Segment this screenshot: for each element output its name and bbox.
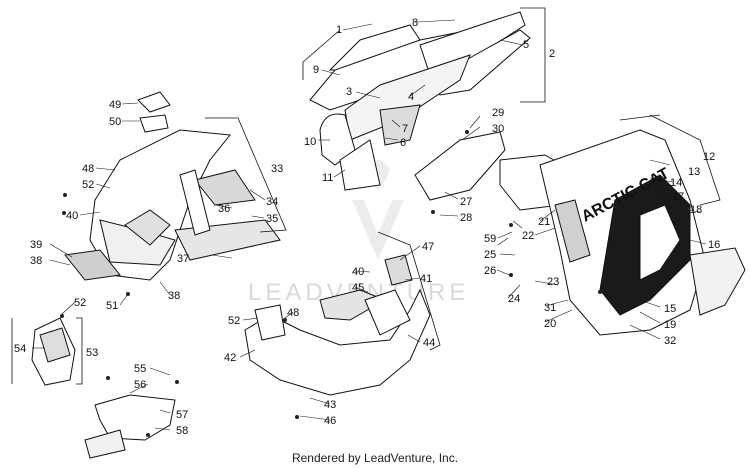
callout-55: 55 [134, 363, 146, 375]
belly-pan-assembly [244, 254, 431, 396]
callout-26: 26 [484, 265, 496, 277]
callout-27: 27 [460, 196, 472, 208]
callout-12: 12 [703, 151, 715, 163]
callout-40-center: 40 [352, 266, 364, 278]
callout-33: 33 [271, 163, 283, 175]
callout-52-lower: 52 [74, 297, 86, 309]
callout-5: 5 [523, 39, 529, 51]
callout-18: 18 [690, 204, 702, 216]
callout-35: 35 [266, 213, 278, 225]
callout-50: 50 [109, 116, 121, 128]
callout-17: 17 [672, 191, 684, 203]
callout-38-left: 38 [30, 255, 42, 267]
callout-58: 58 [176, 425, 188, 437]
callout-21: 21 [538, 216, 550, 228]
callout-32: 32 [664, 335, 676, 347]
callout-4: 4 [408, 91, 414, 103]
front-nose-assembly [414, 129, 746, 336]
lower-vent-assembly [84, 394, 176, 459]
callout-51: 51 [106, 300, 118, 312]
callout-43: 43 [324, 399, 336, 411]
callout-49: 49 [109, 99, 121, 111]
callout-54: 54 [14, 343, 26, 355]
callout-45: 45 [352, 282, 364, 294]
callout-25: 25 [484, 249, 496, 261]
callout-53: 53 [86, 347, 98, 359]
callout-52-center: 52 [228, 315, 240, 327]
callout-30: 30 [492, 123, 504, 135]
bracket-lines-center [377, 231, 441, 351]
callout-14: 14 [670, 177, 682, 189]
callout-44: 44 [423, 337, 435, 349]
callout-31: 31 [544, 302, 556, 314]
callout-8: 8 [412, 17, 418, 29]
callout-38-right: 38 [168, 290, 180, 302]
callout-10: 10 [304, 136, 316, 148]
callout-28: 28 [460, 212, 472, 224]
callout-3: 3 [346, 86, 352, 98]
callout-1: 1 [336, 24, 342, 36]
callout-9: 9 [313, 64, 319, 76]
hood-panel-assembly [309, 11, 531, 191]
callout-56: 56 [134, 379, 146, 391]
callout-2: 2 [549, 48, 555, 60]
callout-23: 23 [547, 276, 559, 288]
bracket-lines-right [619, 114, 721, 206]
callout-48-center: 48 [287, 307, 299, 319]
bracket-53 [11, 317, 83, 385]
footer-credit: Rendered by LeadVenture, Inc. [291, 451, 459, 465]
left-side-panel-assembly [64, 91, 281, 281]
callout-19: 19 [664, 319, 676, 331]
callout-22: 22 [522, 230, 534, 242]
callout-20: 20 [544, 318, 556, 330]
callout-11: 11 [322, 172, 333, 184]
callout-42: 42 [224, 352, 236, 364]
callout-24: 24 [508, 293, 520, 305]
callout-39: 39 [30, 239, 42, 251]
callout-52-upper: 52 [82, 179, 94, 191]
callout-36: 36 [218, 203, 230, 215]
left-side-bracket-lines [205, 117, 287, 233]
callout-47: 47 [422, 241, 434, 253]
callout-16: 16 [708, 239, 720, 251]
callout-6: 6 [400, 137, 406, 149]
leader-lines [32, 19, 707, 431]
callout-57: 57 [176, 409, 188, 421]
callout-48-left: 48 [82, 163, 94, 175]
callout-41: 41 [420, 273, 432, 285]
callout-46: 46 [324, 415, 336, 427]
callout-40-left: 40 [66, 210, 78, 222]
bracket-9 [302, 29, 341, 80]
callout-29: 29 [492, 107, 504, 119]
bracket-2 [520, 7, 546, 103]
callout-34: 34 [266, 196, 278, 208]
callout-13: 13 [688, 166, 700, 178]
hardware-fasteners [60, 130, 602, 437]
callout-59: 59 [484, 233, 496, 245]
callout-15: 15 [664, 303, 676, 315]
callout-7: 7 [402, 123, 408, 135]
side-vent-assembly [31, 317, 76, 386]
callout-37: 37 [177, 253, 189, 265]
callout-labels: 1 2 3 4 5 6 7 8 9 10 11 12 13 14 15 16 1… [14, 17, 720, 437]
